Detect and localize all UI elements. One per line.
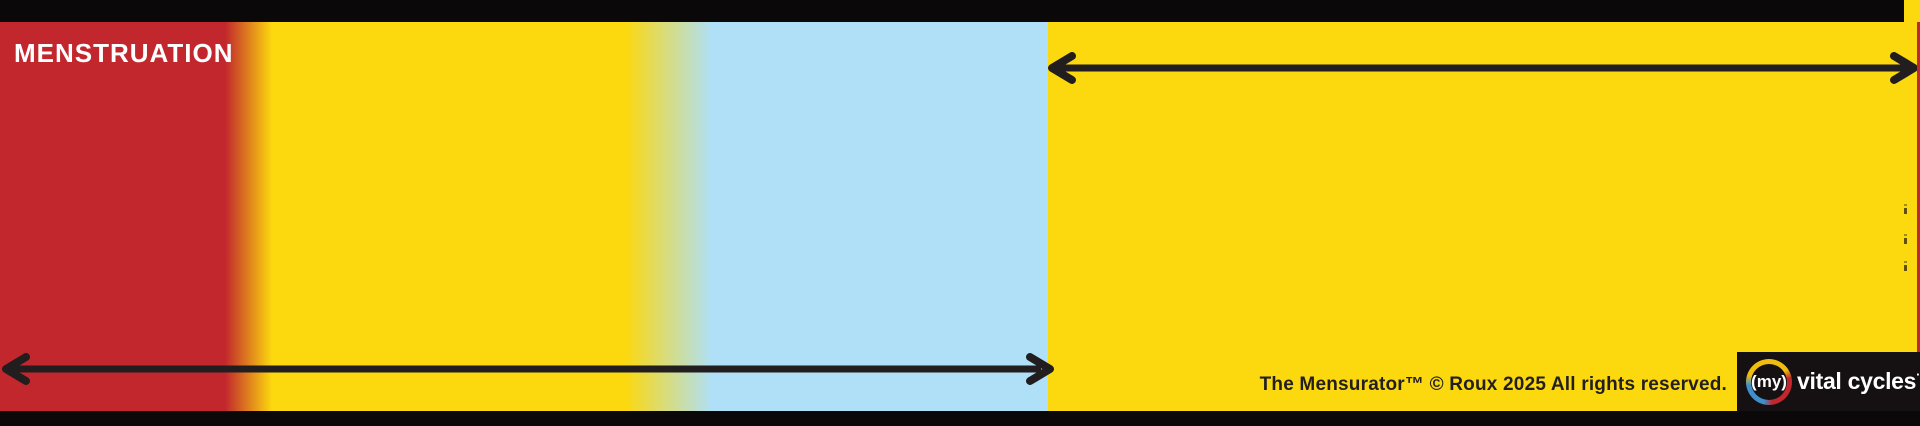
menstruation-label: MENSTRUATION [14,38,234,68]
right-edge-mark [1904,234,1907,244]
arrow-head-left [1048,52,1076,84]
left-range-arrow [2,353,1054,385]
cycle-band [0,22,1920,411]
arrow-head-right [1890,52,1918,84]
my-vital-cycles-logo: (my) vital cycles· [1737,352,1920,411]
right-edge-mark [1904,204,1907,214]
cycle-ring-icon [1746,359,1792,405]
right-range-arrow [1048,52,1918,84]
copyright-text: The Mensurator™ © Roux 2025 All rights r… [1259,374,1727,395]
logo-wordmark: vital cycles· [1797,366,1920,395]
right-edge-mark [1904,261,1907,271]
logo-wordmark-text: vital cycles [1797,368,1917,394]
top-black-bar [0,0,1904,22]
arrow-head-right [1026,353,1054,385]
bottom-black-bar [0,411,1920,426]
logo-my-text: (my) [1751,372,1787,391]
arrow-head-left [2,353,30,385]
right-edge-red-strip [1917,22,1920,352]
